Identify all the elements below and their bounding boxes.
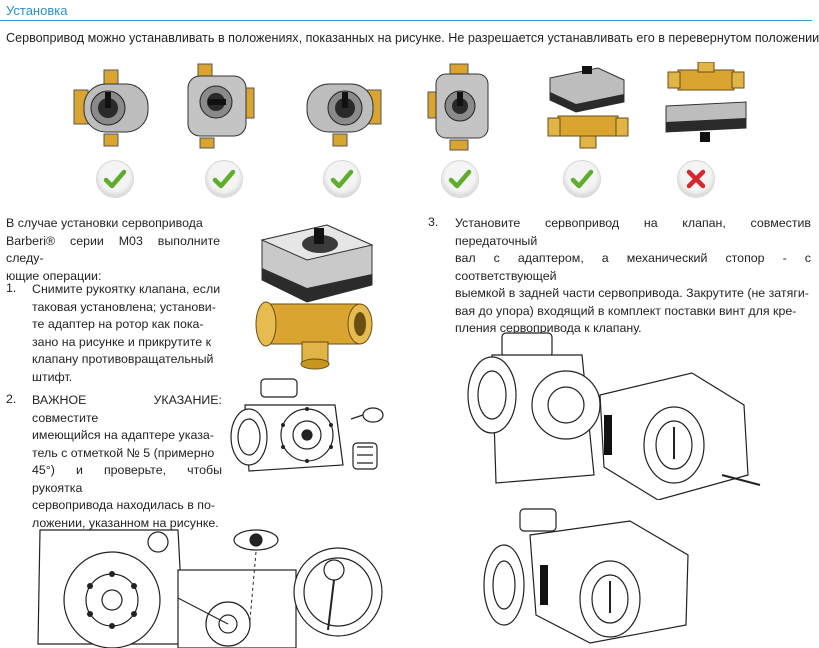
text-line: клапану противовращательный xyxy=(32,352,214,366)
text-line: ВАЖНОЕ УКАЗАНИЕ: совместите xyxy=(32,393,222,425)
step-number: 2. xyxy=(6,392,17,406)
alignment-detail-drawing xyxy=(37,529,383,648)
adapter-assembly-drawing xyxy=(230,378,384,472)
section-title: Установка xyxy=(6,3,68,18)
text-line: выемкой в задней части сервопривода. Зак… xyxy=(455,286,809,300)
header-divider xyxy=(0,20,812,21)
text-line: сервопривода находилась в по- xyxy=(32,498,215,512)
text-line: Снимите рукоятку клапана, если xyxy=(32,282,221,296)
step-number: 3. xyxy=(428,215,439,229)
position-top-mounted-illustration xyxy=(547,66,629,149)
allowed-check-icon xyxy=(441,160,479,198)
step-3-text: Установите сервопривод на клапан, совмес… xyxy=(455,215,811,338)
step-1-text: Снимите рукоятку клапана, если таковая у… xyxy=(32,281,222,386)
intro-text: Сервопривод можно устанавливать в положе… xyxy=(6,31,819,45)
step-number: 1. xyxy=(6,281,17,295)
text-line: ющие операции: xyxy=(6,268,102,283)
position-horizontal-up-illustration xyxy=(187,63,255,149)
text-line: вая до упора) входящий в комплект постав… xyxy=(455,303,797,318)
text-line: вал с адаптером, а механический стопор -… xyxy=(455,251,811,283)
left-intro-text: В случае установки сервопривода Barberi®… xyxy=(6,215,220,285)
position-upside-down-illustration xyxy=(665,62,747,142)
actuator-on-valve-illustration xyxy=(255,224,374,370)
text-line: штифт. xyxy=(32,369,73,384)
text-line: Barberi® серии M03 выполните следу- xyxy=(6,233,220,266)
text-line: имеющийся на адаптере указа- xyxy=(32,428,214,442)
position-horizontal-left-illustration xyxy=(73,69,149,147)
actuator-mounting-exploded-drawing xyxy=(467,332,761,500)
text-line: ложении, указанном на рисунке. xyxy=(32,515,219,530)
text-line: зано на рисунке и прикрутите к xyxy=(32,334,212,349)
allowed-check-icon xyxy=(563,160,601,198)
allowed-check-icon xyxy=(96,160,134,198)
text-line: пления сервопривода к клапану. xyxy=(455,321,642,335)
text-line: те адаптер на ротор как пока- xyxy=(32,317,204,331)
text-line: 45°) и проверьте, чтобы рукоятка xyxy=(32,463,222,495)
forbidden-cross-icon xyxy=(677,160,715,198)
actuator-mounted-drawing xyxy=(483,508,689,644)
text-line: таковая установлена; установи- xyxy=(32,299,216,314)
text-line: В случае установки сервопривода xyxy=(6,216,203,230)
allowed-check-icon xyxy=(205,160,243,198)
allowed-check-icon xyxy=(323,160,361,198)
text-line: Установите сервопривод на клапан, совмес… xyxy=(455,216,811,248)
position-vertical-side-illustration xyxy=(427,63,489,151)
step-2-text: ВАЖНОЕ УКАЗАНИЕ: совместите имеющийся на… xyxy=(32,392,222,532)
position-horizontal-right-illustration xyxy=(306,83,382,147)
text-line: тель с отметкой № 5 (примерно xyxy=(32,445,215,460)
